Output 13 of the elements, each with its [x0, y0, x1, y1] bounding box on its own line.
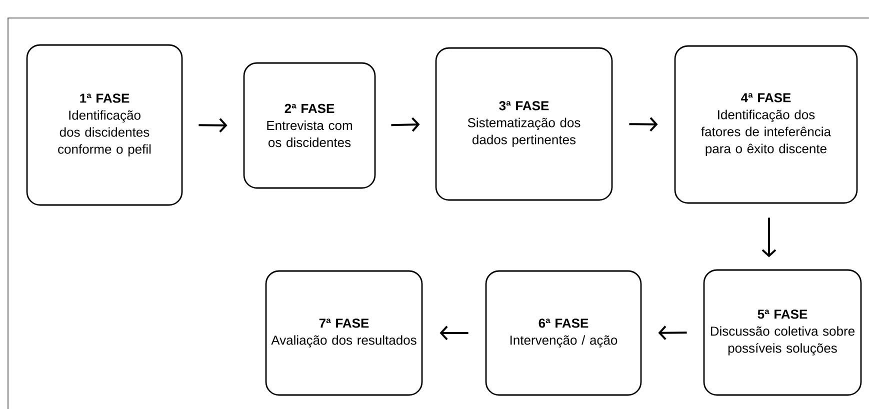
phase-box: 1ª FASE Identificação dos discidentes conforme o pefil	[26, 44, 183, 206]
phase-box: 3ª FASE Sistematização dos dados pertinentes	[435, 47, 613, 201]
phase-box: 5ª FASE Discussão coletiva sobre possíveis soluções	[703, 269, 862, 396]
phase-box: 4ª FASE Identificação dos fatores de inteferência para o êxito discente	[674, 45, 858, 204]
arrow	[762, 218, 776, 258]
arrow	[658, 326, 687, 340]
arrow	[391, 117, 420, 132]
arrow	[629, 117, 658, 132]
phase-box: 6ª FASE Intervenção / ação	[485, 270, 642, 396]
arrow	[440, 326, 468, 340]
arrow	[198, 118, 228, 132]
phase-box: 2ª FASE Entrevista com os discidentes	[243, 62, 376, 189]
phase-box: 7ª FASE Avaliação dos resultados	[265, 270, 423, 396]
